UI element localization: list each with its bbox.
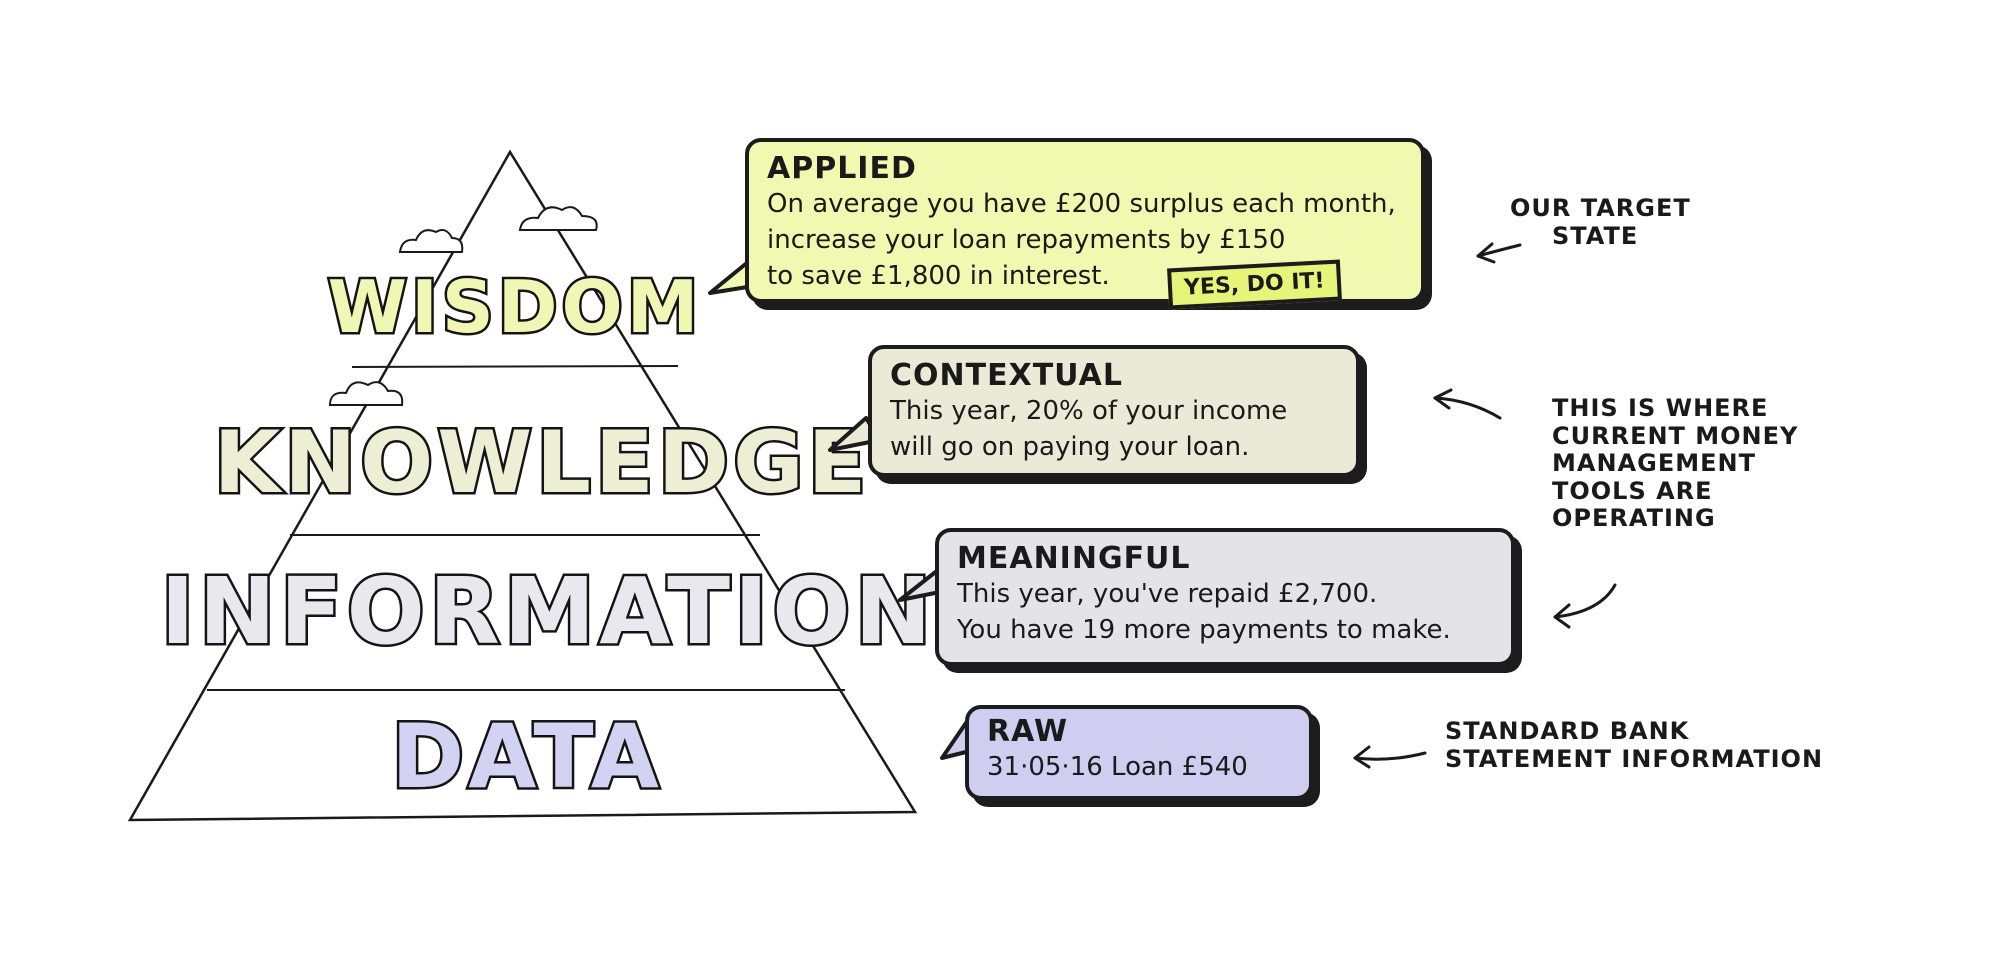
- note-line: STATE: [1552, 221, 1639, 250]
- bubble-line: This year, 20% of your income: [890, 396, 1288, 426]
- bubble-title: MEANINGFUL: [957, 541, 1191, 576]
- yes-do-it-button[interactable]: YES, DO IT!: [1167, 259, 1342, 310]
- note-line: MANAGEMENT: [1552, 449, 1756, 478]
- pyramid-level-wisdom: WISDOM: [328, 265, 703, 349]
- bubble-meaningful: MEANINGFUL This year, you've repaid £2,7…: [935, 528, 1515, 666]
- bubble-contextual: CONTEXTUAL This year, 20% of your income…: [868, 345, 1360, 477]
- arrow-icon: [1433, 388, 1502, 420]
- bubble-title: CONTEXTUAL: [890, 358, 1123, 393]
- bubble-line: to save £1,800 in interest.: [767, 260, 1110, 291]
- note-standard-bank: STANDARD BANK STATEMENT INFORMATION: [1445, 717, 1824, 773]
- note-line: OUR TARGET: [1510, 194, 1691, 222]
- pyramid-level-information: INFORMATION: [161, 558, 936, 665]
- bubble-body: 31·05·16 Loan £540: [987, 750, 1291, 786]
- bubble-applied: APPLIED On average you have £200 surplus…: [745, 138, 1425, 310]
- note-line: STANDARD BANK: [1445, 717, 1690, 745]
- cloud-icon: [518, 206, 598, 231]
- bubble-line: This year, you've repaid £2,700.: [957, 579, 1378, 609]
- arrow-icon: [1353, 745, 1427, 769]
- note-line: TOOLS ARE: [1552, 476, 1713, 505]
- pyramid-divider-1: [351, 365, 679, 368]
- note-line: THIS IS WHERE: [1552, 394, 1769, 422]
- note-target-state: OUR TARGET STATE: [1510, 194, 1691, 250]
- arrow-icon: [1553, 583, 1617, 629]
- pyramid-level-knowledge: KNOWLEDGE: [214, 413, 871, 513]
- note-line: CURRENT MONEY: [1552, 421, 1799, 450]
- bubble-raw: RAW 31·05·16 Loan £540: [965, 705, 1313, 800]
- bubble-line: On average you have £200 surplus each mo…: [767, 189, 1396, 219]
- cloud-icon: [328, 381, 404, 406]
- bubble-body: This year, 20% of your income will go on…: [890, 394, 1338, 466]
- bubble-line: increase your loan repayments by £150: [767, 224, 1286, 255]
- bubble-line: will go on paying your loan.: [890, 431, 1250, 462]
- pyramid-outline: [127, 149, 918, 822]
- note-current-tools: THIS IS WHERE CURRENT MONEY MANAGEMENT T…: [1552, 394, 1799, 533]
- arrow-icon: [1476, 242, 1522, 264]
- note-line: OPERATING: [1552, 504, 1716, 533]
- cloud-icon: [398, 229, 464, 253]
- bubble-body: On average you have £200 surplus each mo…: [767, 187, 1403, 295]
- pyramid-level-data: DATA: [391, 705, 663, 808]
- bubble-title: RAW: [987, 714, 1069, 749]
- note-line: STATEMENT INFORMATION: [1445, 744, 1824, 773]
- bubble-line: 31·05·16 Loan £540: [987, 752, 1248, 782]
- bubble-title: APPLIED: [767, 151, 917, 186]
- bubble-line: You have 19 more payments to make.: [957, 614, 1451, 645]
- bubble-body: This year, you've repaid £2,700. You hav…: [957, 577, 1493, 649]
